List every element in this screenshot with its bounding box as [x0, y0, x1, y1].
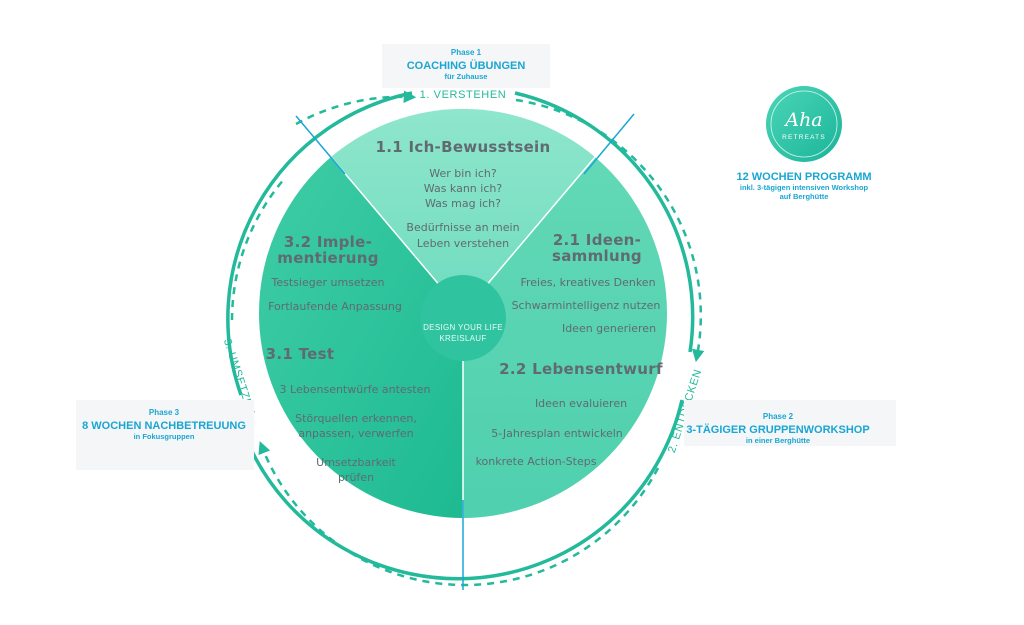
phase-divider-tick	[583, 113, 635, 175]
segment-title: sammlung	[552, 247, 642, 265]
outer-ring	[514, 91, 695, 353]
segment-item: Ideen evaluieren	[535, 397, 627, 410]
segment-title: 3.2 Imple-	[284, 233, 372, 251]
center-label-line1: DESIGN YOUR LIFE	[423, 323, 503, 332]
phase-box-3: Phase 3 8 WOCHEN NACHBETREUUNG in Fokusg…	[76, 400, 254, 470]
segment-ideensammlung: 2.1 Ideen- sammlung Freies, kreatives De…	[512, 231, 661, 335]
segment-item: 3 Lebensentwürfe antesten	[280, 383, 431, 396]
aha-retreats-logo: Aha RETREATS	[766, 86, 842, 162]
segment-implementierung: 3.2 Imple- mentierung Testsieger umsetze…	[268, 233, 402, 313]
segment-item: Wer bin ich?	[429, 167, 497, 180]
segment-item: anpassen, verwerfen	[298, 427, 413, 440]
segment-item: Fortlaufende Anpassung	[268, 300, 402, 313]
center-circle	[420, 275, 506, 361]
segment-item: Freies, kreatives Denken	[520, 276, 655, 289]
segment-item: Ideen generieren	[562, 322, 656, 335]
program-line2: inkl. 3-tägigen intensiven Workshop	[740, 183, 869, 192]
segment-top	[331, 108, 595, 314]
phase-subtitle: für Zuhause	[445, 72, 488, 81]
segment-test: 3.1 Test 3 Lebensentwürfe antesten Störq…	[266, 345, 431, 484]
phase-title: 8 WOCHEN NACHBETREUUNG	[82, 420, 246, 432]
segment-item: prüfen	[338, 471, 374, 484]
phase-box-2: Phase 2 3-TÄGIGER GRUPPENWORKSHOP in ein…	[684, 400, 896, 446]
segment-ich-bewusstsein: 1.1 Ich-Bewusstsein Wer bin ich? Was kan…	[376, 138, 551, 250]
outer-ring	[246, 399, 684, 581]
phase-title: 3-TÄGIGER GRUPPENWORKSHOP	[686, 423, 869, 436]
segment-item: Umsetzbarkeit	[316, 456, 396, 469]
phase-subtitle: in einer Berghütte	[746, 436, 810, 445]
segment-item: Störquellen erkennen,	[295, 412, 417, 425]
segment-title: 2.2 Lebensentwurf	[499, 360, 663, 378]
program-title: 12 WOCHEN PROGRAMM	[736, 171, 871, 183]
phase-subtitle: in Fokusgruppen	[134, 432, 195, 441]
phase-label: Phase 1	[451, 48, 482, 57]
segment-item: Schwarmintelligenz nutzen	[512, 299, 661, 312]
segment-item: 5-Jahresplan entwickeln	[491, 427, 623, 440]
segment-title: mentierung	[277, 249, 378, 267]
logo-script: Aha	[783, 109, 822, 131]
segment-title: 2.1 Ideen-	[553, 231, 641, 249]
dashed-arrow-umsetzen	[258, 441, 660, 587]
ring-label-verstehen: 1. VERSTEHEN	[420, 89, 507, 101]
center-label-line2: KREISLAUF	[439, 334, 486, 343]
logo-sub: RETREATS	[782, 134, 826, 141]
program-line3: auf Berghütte	[780, 192, 829, 201]
segment-item: Was mag ich?	[425, 197, 501, 210]
phase-title: COACHING ÜBUNGEN	[407, 59, 526, 72]
segment-item: Testsieger umsetzen	[271, 276, 385, 289]
phase-label: Phase 3	[149, 408, 180, 417]
segment-title: 1.1 Ich-Bewusstsein	[376, 138, 551, 156]
dashed-arc-left	[230, 177, 286, 321]
dashed-arrow-entdecken	[515, 98, 705, 363]
segment-lebensentwurf: 2.2 Lebensentwurf Ideen evaluieren 5-Jah…	[476, 360, 663, 468]
phase-box-1: Phase 1 COACHING ÜBUNGEN für Zuhause	[382, 44, 550, 88]
segment-left	[258, 157, 463, 518]
outer-ring	[226, 91, 413, 396]
segment-item: Leben verstehen	[417, 237, 509, 250]
program-info: 12 WOCHEN PROGRAMM inkl. 3-tägigen inten…	[736, 171, 871, 201]
dashed-arrow-verstehen	[295, 90, 417, 126]
phase-divider-tick	[295, 115, 346, 175]
segment-item: konkrete Action-Steps	[476, 455, 597, 468]
segment-title: 3.1 Test	[266, 345, 335, 363]
segment-item: Bedürfnisse an mein	[406, 221, 519, 234]
segment-item: Was kann ich?	[424, 182, 503, 195]
segment-right	[463, 157, 668, 518]
phase-label: Phase 2	[763, 412, 794, 421]
